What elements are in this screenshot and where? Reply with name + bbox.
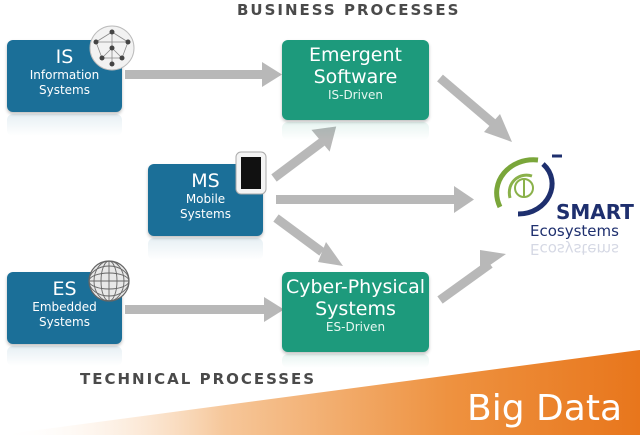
is-reflection bbox=[7, 114, 122, 136]
emergent-reflection bbox=[282, 122, 429, 140]
cps-line2: Systems bbox=[315, 298, 396, 320]
es-line2: Systems bbox=[39, 315, 90, 329]
emergent-line1: Emergent bbox=[309, 44, 402, 66]
business-processes-heading: BUSINESS PROCESSES bbox=[237, 1, 461, 19]
technical-processes-heading: TECHNICAL PROCESSES bbox=[80, 370, 317, 388]
smart-title: SMART bbox=[556, 200, 634, 224]
cps-reflection bbox=[282, 354, 429, 368]
ms-line1: Mobile bbox=[185, 192, 226, 206]
es-abbr: ES bbox=[52, 278, 77, 300]
cps-line1: Cyber-Physical bbox=[285, 276, 425, 298]
arrow-ms-to-emergent bbox=[271, 138, 325, 182]
ecosystem-logo-icon bbox=[494, 154, 562, 217]
is-line1: Information bbox=[29, 68, 100, 82]
arrow-ms-to-cps bbox=[273, 214, 325, 256]
arrow-es-to-cps bbox=[125, 297, 284, 322]
network-globe-icon bbox=[89, 25, 135, 71]
is-line2: Systems bbox=[39, 83, 90, 97]
cyber-physical-box: Cyber-Physical Systems ES-Driven bbox=[282, 272, 429, 352]
ms-abbr: MS bbox=[191, 170, 220, 192]
arrow-is-to-emergent bbox=[125, 62, 282, 87]
wireframe-sphere-icon bbox=[88, 260, 130, 302]
cps-sub: ES-Driven bbox=[325, 320, 386, 334]
is-abbr: IS bbox=[55, 46, 74, 68]
arrow-ms-to-smart bbox=[276, 186, 474, 213]
smart-reflection: Ecosystems bbox=[530, 240, 619, 258]
emergent-software-box: Emergent Software IS-Driven bbox=[282, 40, 429, 120]
smart-ecosystems-label: Ecosystems bbox=[530, 222, 619, 240]
big-data-label: Big Data bbox=[467, 388, 622, 429]
arrow-emergent-to-smart bbox=[437, 74, 497, 128]
emergent-sub: IS-Driven bbox=[327, 88, 384, 102]
es-line1: Embedded bbox=[32, 300, 97, 314]
ms-line2: Systems bbox=[180, 207, 231, 221]
ms-reflection bbox=[148, 238, 263, 260]
smartphone-icon bbox=[235, 151, 267, 195]
emergent-line2: Software bbox=[313, 66, 398, 88]
es-reflection bbox=[7, 346, 122, 366]
